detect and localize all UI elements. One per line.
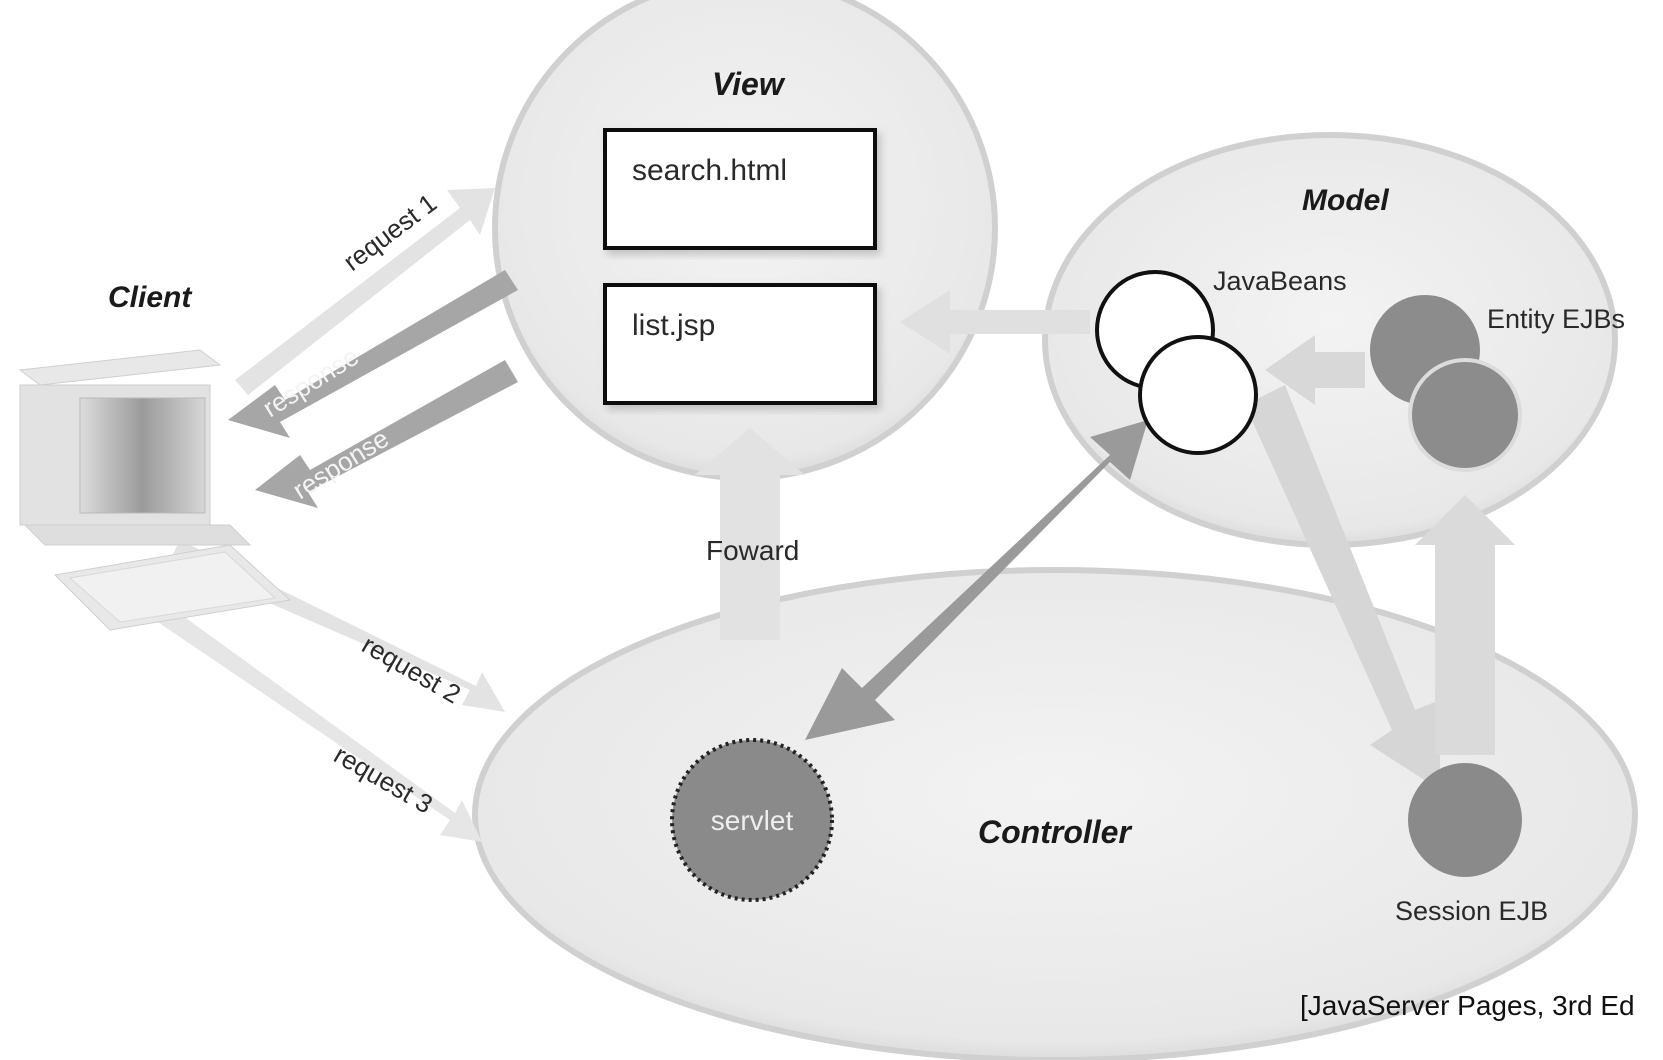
- model-title: Model: [1302, 184, 1389, 217]
- javabeans-to-session-arrow: [1245, 385, 1440, 790]
- view-title: View: [712, 66, 786, 102]
- session-to-entity-arrow: [1415, 495, 1515, 755]
- response2-arrow: [255, 360, 518, 508]
- session-ejb-label: Session EJB: [1395, 896, 1548, 926]
- entity-ejb-circle-front: [1408, 358, 1522, 472]
- servlet-circle: [670, 738, 834, 902]
- entity-to-javabeans-arrow: [1265, 335, 1365, 405]
- view-page-list: [603, 283, 877, 405]
- forward-arrow: [695, 428, 805, 640]
- controller-title: Controller: [978, 814, 1132, 850]
- request3-label: request 3: [329, 739, 438, 819]
- client-computer-icon: [18, 349, 292, 631]
- response1-arrow: [228, 270, 518, 438]
- view-page-search: [603, 128, 877, 250]
- controller-ellipse: [472, 567, 1638, 1060]
- servlet-label: servlet: [711, 805, 794, 836]
- javabeans-label: JavaBeans: [1213, 266, 1347, 296]
- request2-label: request 2: [357, 629, 466, 709]
- forward-label: Foward: [706, 535, 799, 566]
- servlet-javabeans-arrow: [805, 420, 1148, 740]
- request3-arrow: [140, 592, 482, 842]
- view-page-search-label: search.html: [632, 154, 787, 187]
- model-to-view-arrow: [900, 290, 1090, 354]
- entity-ejbs-label: Entity EJBs: [1487, 304, 1625, 334]
- citation-text: [JavaServer Pages, 3rd Ed: [1300, 990, 1635, 1021]
- request1-arrow: [235, 188, 495, 395]
- view-page-list-label: list.jsp: [632, 309, 715, 342]
- javabean-circle-front: [1138, 335, 1258, 455]
- session-ejb-circle: [1408, 763, 1522, 877]
- client-title: Client: [108, 281, 193, 314]
